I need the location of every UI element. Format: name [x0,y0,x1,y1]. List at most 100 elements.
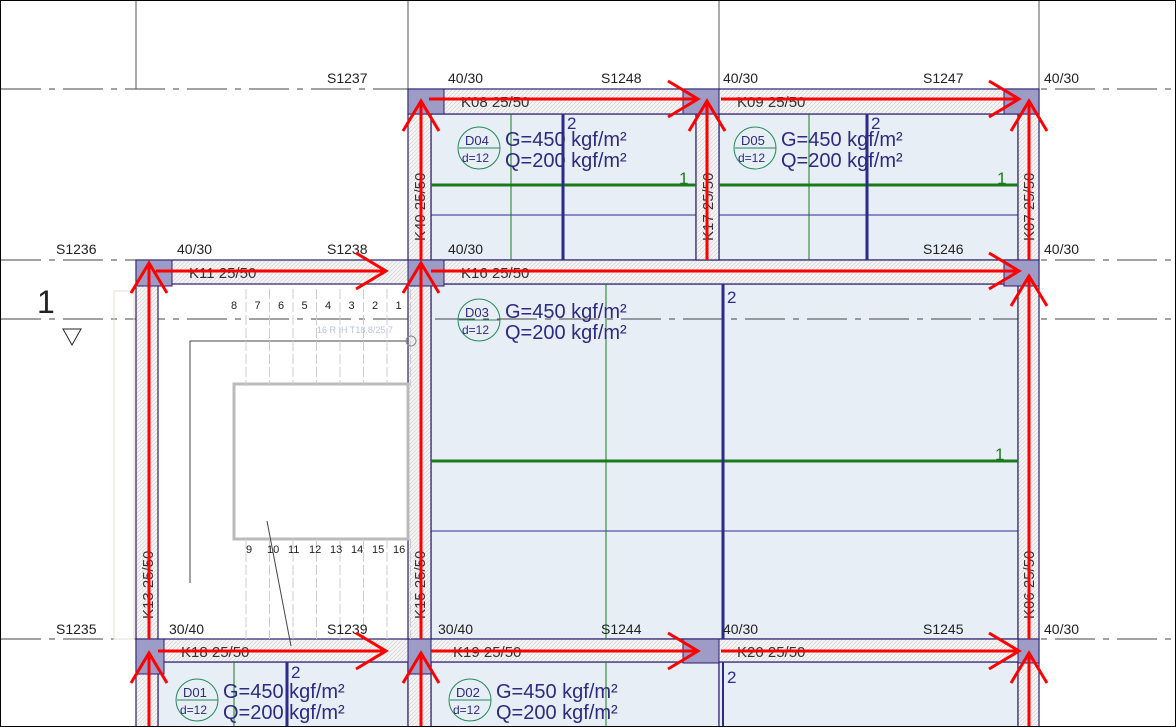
slab-live-load: Q=200 kgf/m² [496,702,618,724]
arrow-head-icon [401,98,441,132]
column-label[interactable]: S1247 [923,70,964,86]
column-label[interactable]: S1236 [56,241,97,257]
arrow-head-icon [129,650,169,684]
stair-outline [189,340,408,583]
column-label[interactable]: S1239 [327,621,368,637]
slab-id: D01 [183,685,207,700]
rebar-mark: 1 [995,445,1004,464]
slab-live-load: Q=200 kgf/m² [505,322,627,344]
load-arrows-layer [129,79,1049,726]
stair-step-number: 7 [255,300,261,312]
arrow-head-icon [129,260,169,294]
stair-step-number: 13 [330,544,342,556]
arrow-head-icon [1009,98,1049,132]
beam-label[interactable]: K08 25/50 [461,94,529,111]
column-size: 40/30 [723,70,758,86]
column-label[interactable]: S1244 [601,621,642,637]
column-size: 40/30 [1044,70,1079,86]
column-size: 40/30 [448,241,483,257]
column-size: 40/30 [177,241,212,257]
arrow-head-icon [1009,273,1049,307]
rebar-mark: 2 [727,668,736,687]
stair-step-number: 2 [372,300,378,312]
arrow-head-icon [401,650,441,684]
column-label[interactable]: S1235 [56,621,97,637]
slab-id: D02 [456,685,480,700]
column-size: 40/30 [1044,241,1079,257]
arrow-head-icon [667,631,701,671]
beam-label[interactable]: K09 25/50 [737,94,805,111]
column-label[interactable]: S1248 [601,70,642,86]
column-size: 40/30 [1044,621,1079,637]
axis-label: 1 [37,284,55,320]
axis-marker-icon [62,328,82,347]
slab-area [157,661,409,726]
column-label[interactable]: S1245 [923,621,964,637]
slab-live-load: Q=200 kgf/m² [781,150,903,172]
column-label[interactable]: S1237 [327,70,368,86]
stair-step-number: 6 [278,300,284,312]
arrow-head-icon [667,79,701,119]
beam-label[interactable]: K11 25/50 [189,265,256,282]
arrow-head-icon [988,251,1022,291]
slab-dead-load: G=450 kgf/m² [781,129,903,151]
slab-thickness: d=12 [180,703,207,717]
slab-dead-load: G=450 kgf/m² [505,129,627,151]
arrow-head-icon [988,79,1022,119]
slab-area [718,661,1019,726]
stair-layer: 8 9 7 10 6 11 5 12 4 13 3 14 2 15 1 16 [113,289,417,647]
slab-thickness: d=12 [738,151,765,165]
slabs-layer [157,113,1019,726]
column-size: 30/40 [438,621,473,637]
beam-label[interactable]: K16 25/50 [461,265,529,282]
slab-thickness: d=12 [453,703,480,717]
stair-step-number: 9 [246,544,252,556]
rebar-mark: 1 [997,169,1006,188]
stair-step-number: 12 [309,544,321,556]
arrow-head-icon [988,631,1022,671]
stair-step-number: 15 [372,544,384,556]
stair-step-number: 5 [302,300,308,312]
slab-dead-load: G=450 kgf/m² [223,681,345,703]
column-label[interactable]: S1238 [327,241,368,257]
stair-step-number: 14 [351,544,363,556]
slab-thickness: d=12 [462,151,489,165]
arrow-head-icon [401,260,441,294]
arrow-head-icon [355,631,389,671]
stair-start-icon [405,335,417,347]
slab-dead-load: G=450 kgf/m² [505,301,627,323]
stair-step-number: 4 [325,300,331,312]
slab-id: D05 [741,133,765,148]
stair-note: 16 R IH T18.8/25.7 [317,325,393,335]
slab-id: D03 [465,305,489,320]
slab-dead-load: G=450 kgf/m² [496,681,618,703]
stair-step-number: 10 [267,544,279,556]
arrow-head-icon [1009,650,1049,684]
rebar-mark: 2 [871,114,880,133]
slab-thickness: d=12 [462,323,489,337]
rebar-mark: 2 [291,663,300,682]
column-size: 40/30 [448,70,483,86]
column-size: 40/30 [723,621,758,637]
arrow-head-icon [687,98,727,132]
rebar-mark: 2 [727,288,736,307]
stair-step-number: 11 [288,544,299,556]
slab-live-load: Q=200 kgf/m² [223,702,345,724]
stair-step-number: 3 [349,300,355,312]
stair-step-number: 1 [396,300,402,312]
stair-cut-line [266,520,292,647]
slab-live-load: Q=200 kgf/m² [505,150,627,172]
stair-step-number: 8 [231,300,237,312]
rebar-mark: 1 [679,169,688,188]
arrow-head-icon [355,251,389,291]
stair-step-number: 16 [393,544,405,556]
window-outline [113,290,135,640]
column-label[interactable]: S1246 [923,241,964,257]
slab-id: D04 [465,133,489,148]
stair-well [232,382,410,541]
rebar-mark: 2 [567,114,576,133]
